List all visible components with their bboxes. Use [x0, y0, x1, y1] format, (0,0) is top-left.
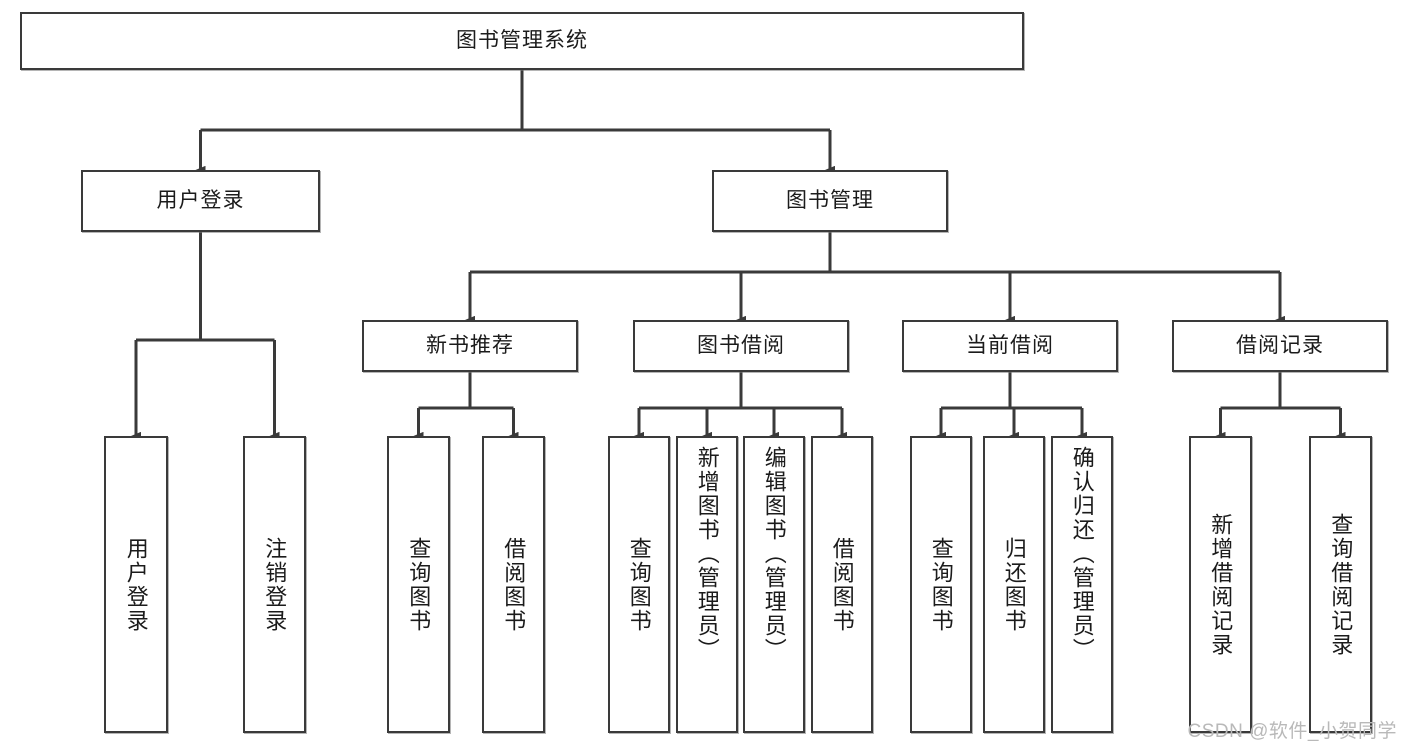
node-book-borrow: 图书借阅 [633, 320, 849, 372]
node-root: 图书管理系统 [20, 12, 1024, 70]
leaf-leaf-query-book-nb: 查询图书 [387, 436, 450, 733]
leaf-leaf-borrow-book-bb: 借阅图书 [811, 436, 873, 733]
node-new-book-recommend: 新书推荐 [362, 320, 578, 372]
node-label: 图书管理系统 [456, 28, 588, 52]
leaf-leaf-query-book-cb: 查询图书 [910, 436, 972, 733]
node-label: 借阅记录 [1236, 333, 1324, 357]
leaf-leaf-query-borrow-record: 查询借阅记录 [1309, 436, 1372, 733]
node-label: 新书推荐 [426, 333, 514, 357]
node-label: 当前借阅 [966, 333, 1054, 357]
leaf-leaf-return-book: 归还图书 [983, 436, 1045, 733]
node-borrow-record: 借阅记录 [1172, 320, 1388, 372]
node-label: 用户登录 [123, 536, 149, 633]
leaf-leaf-query-book-bb: 查询图书 [608, 436, 670, 733]
node-label: 借阅图书 [829, 536, 855, 633]
node-label: 查询借阅记录 [1328, 512, 1354, 657]
node-label: 新增借阅记录 [1208, 512, 1234, 657]
node-label: 新增图书（管理员） [694, 446, 720, 662]
leaf-leaf-edit-book-admin: 编辑图书（管理员） [743, 436, 805, 733]
node-label: 图书管理 [786, 188, 874, 212]
node-label: 确认归还（管理员） [1069, 446, 1095, 662]
csdn-watermark: CSDN @软件_小贺同学 [1187, 721, 1397, 742]
node-label: 借阅图书 [501, 536, 527, 633]
leaf-leaf-confirm-return-admin: 确认归还（管理员） [1051, 436, 1113, 733]
leaf-leaf-add-book-admin: 新增图书（管理员） [676, 436, 738, 733]
leaf-leaf-add-borrow-record: 新增借阅记录 [1189, 436, 1252, 733]
leaf-leaf-borrow-book-nb: 借阅图书 [482, 436, 545, 733]
node-user-login: 用户登录 [81, 170, 320, 232]
node-label: 用户登录 [156, 188, 245, 212]
node-label: 查询图书 [626, 536, 652, 633]
node-label: 注销登录 [262, 536, 288, 633]
node-label: 归还图书 [1001, 536, 1027, 633]
node-label: 图书借阅 [697, 333, 785, 357]
node-label: 编辑图书（管理员） [761, 446, 787, 662]
node-label: 查询图书 [928, 536, 954, 633]
leaf-leaf-logout: 注销登录 [243, 436, 306, 733]
node-book-management: 图书管理 [712, 170, 948, 232]
node-label: 查询图书 [406, 536, 432, 633]
node-current-borrow: 当前借阅 [902, 320, 1118, 372]
leaf-leaf-user-login: 用户登录 [104, 436, 168, 733]
